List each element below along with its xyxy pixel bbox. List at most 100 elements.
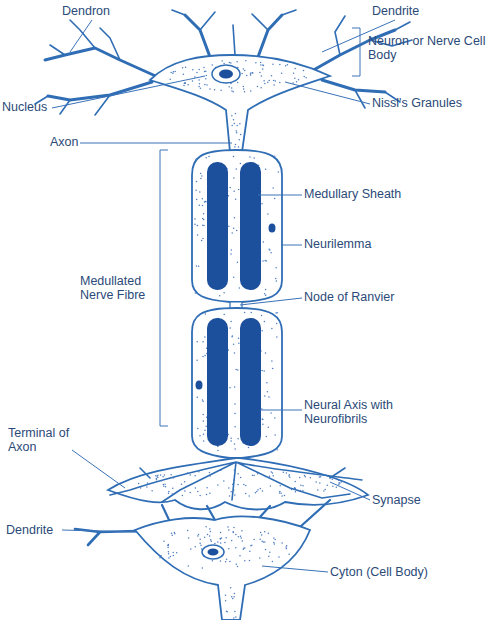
terminal-branch <box>110 462 362 502</box>
stipple-dot <box>263 80 265 82</box>
stipple-dot <box>304 475 306 477</box>
stipple-dot <box>167 545 169 547</box>
stipple-dot <box>261 408 263 410</box>
stipple-dot <box>262 490 264 492</box>
stipple-dot <box>195 487 197 489</box>
stipple-dot <box>267 213 269 215</box>
stipple-dot <box>233 480 235 482</box>
stipple-dot <box>274 198 276 200</box>
stipple-dot <box>189 474 191 476</box>
stipple-dot <box>270 485 272 487</box>
stipple-dot <box>236 130 238 132</box>
stipple-dot <box>187 84 189 86</box>
neurofibril-band <box>207 318 228 446</box>
stipple-dot <box>194 76 196 78</box>
stipple-dot <box>205 157 207 159</box>
stipple-dot <box>200 88 202 90</box>
stipple-dot <box>226 559 228 561</box>
stipple-dot <box>159 557 161 559</box>
stipple-dot <box>338 480 340 482</box>
stipple-dot <box>268 555 270 557</box>
stipple-dot <box>184 83 186 85</box>
stipple-dot <box>233 532 235 534</box>
stipple-dot <box>249 551 251 553</box>
leader-line <box>240 298 302 305</box>
stipple-dot <box>199 191 201 193</box>
medullary-sheath <box>192 308 282 458</box>
stipple-dot <box>281 542 283 544</box>
stipple-dot <box>235 144 237 146</box>
stipple-dot <box>162 476 164 478</box>
stipple-dot <box>242 540 244 542</box>
stipple-dot <box>264 293 266 295</box>
stipple-dot <box>202 225 204 227</box>
stipple-dot <box>278 556 280 558</box>
stipple-dot <box>195 292 197 294</box>
part-label: Neural Axis with Neurofibrils <box>304 398 434 426</box>
stipple-dot <box>170 556 172 558</box>
stipple-dot <box>239 139 241 141</box>
stipple-dot <box>219 295 221 297</box>
stipple-dot <box>267 391 269 393</box>
stipple-dot <box>209 492 211 494</box>
stipple-dot <box>200 173 202 175</box>
stipple-dot <box>293 488 295 490</box>
stipple-dot <box>155 475 157 477</box>
stipple-dot <box>237 566 239 568</box>
stipple-dot <box>235 369 237 371</box>
stipple-dot <box>230 321 232 323</box>
stipple-dot <box>181 484 183 486</box>
stipple-dot <box>327 484 329 486</box>
stipple-dot <box>198 86 200 88</box>
stipple-dot <box>262 260 264 262</box>
part-label: Neurilemma <box>304 237 371 251</box>
stipple-dot <box>204 430 206 432</box>
dendrite-branch <box>48 82 152 100</box>
leader-line <box>62 530 136 532</box>
stipple-dot <box>183 85 185 87</box>
part-label: Dendron <box>62 4 110 18</box>
stipple-dot <box>206 487 208 489</box>
stipple-dot <box>289 474 291 476</box>
stipple-dot <box>265 289 267 291</box>
stipple-dot <box>225 600 227 602</box>
nucleolus <box>219 70 233 79</box>
stipple-dot <box>288 554 290 556</box>
stipple-dot <box>233 190 235 192</box>
stipple-dot <box>264 321 266 323</box>
stipple-dot <box>184 82 186 84</box>
stipple-dot <box>230 437 232 439</box>
stipple-dot <box>332 486 334 488</box>
stipple-dot <box>331 478 333 480</box>
stipple-dot <box>257 473 259 475</box>
stipple-dot <box>174 71 176 73</box>
stipple-dot <box>192 69 194 71</box>
stipple-dot <box>196 341 198 343</box>
stipple-dot <box>194 218 196 220</box>
stipple-dot <box>257 489 259 491</box>
stipple-dot <box>252 72 254 74</box>
stipple-dot <box>210 539 212 541</box>
stipple-dot <box>173 555 175 557</box>
stipple-dot <box>202 238 204 240</box>
stipple-dot <box>238 146 240 148</box>
stipple-dot <box>272 561 274 563</box>
stipple-dot <box>156 479 158 481</box>
stipple-dot <box>236 168 238 170</box>
stipple-dot <box>243 548 245 550</box>
stipple-dot <box>236 230 238 232</box>
stipple-dot <box>226 611 228 613</box>
stipple-dot <box>196 199 198 201</box>
stipple-dot <box>273 84 275 86</box>
stipple-dot <box>287 64 289 66</box>
stipple-dot <box>259 557 261 559</box>
stipple-dot <box>294 487 296 489</box>
stipple-dot <box>168 492 170 494</box>
stipple-dot <box>199 538 201 540</box>
stipple-dot <box>249 156 251 158</box>
stipple-dot <box>234 443 236 445</box>
stipple-dot <box>283 472 285 474</box>
stipple-dot <box>291 489 293 491</box>
